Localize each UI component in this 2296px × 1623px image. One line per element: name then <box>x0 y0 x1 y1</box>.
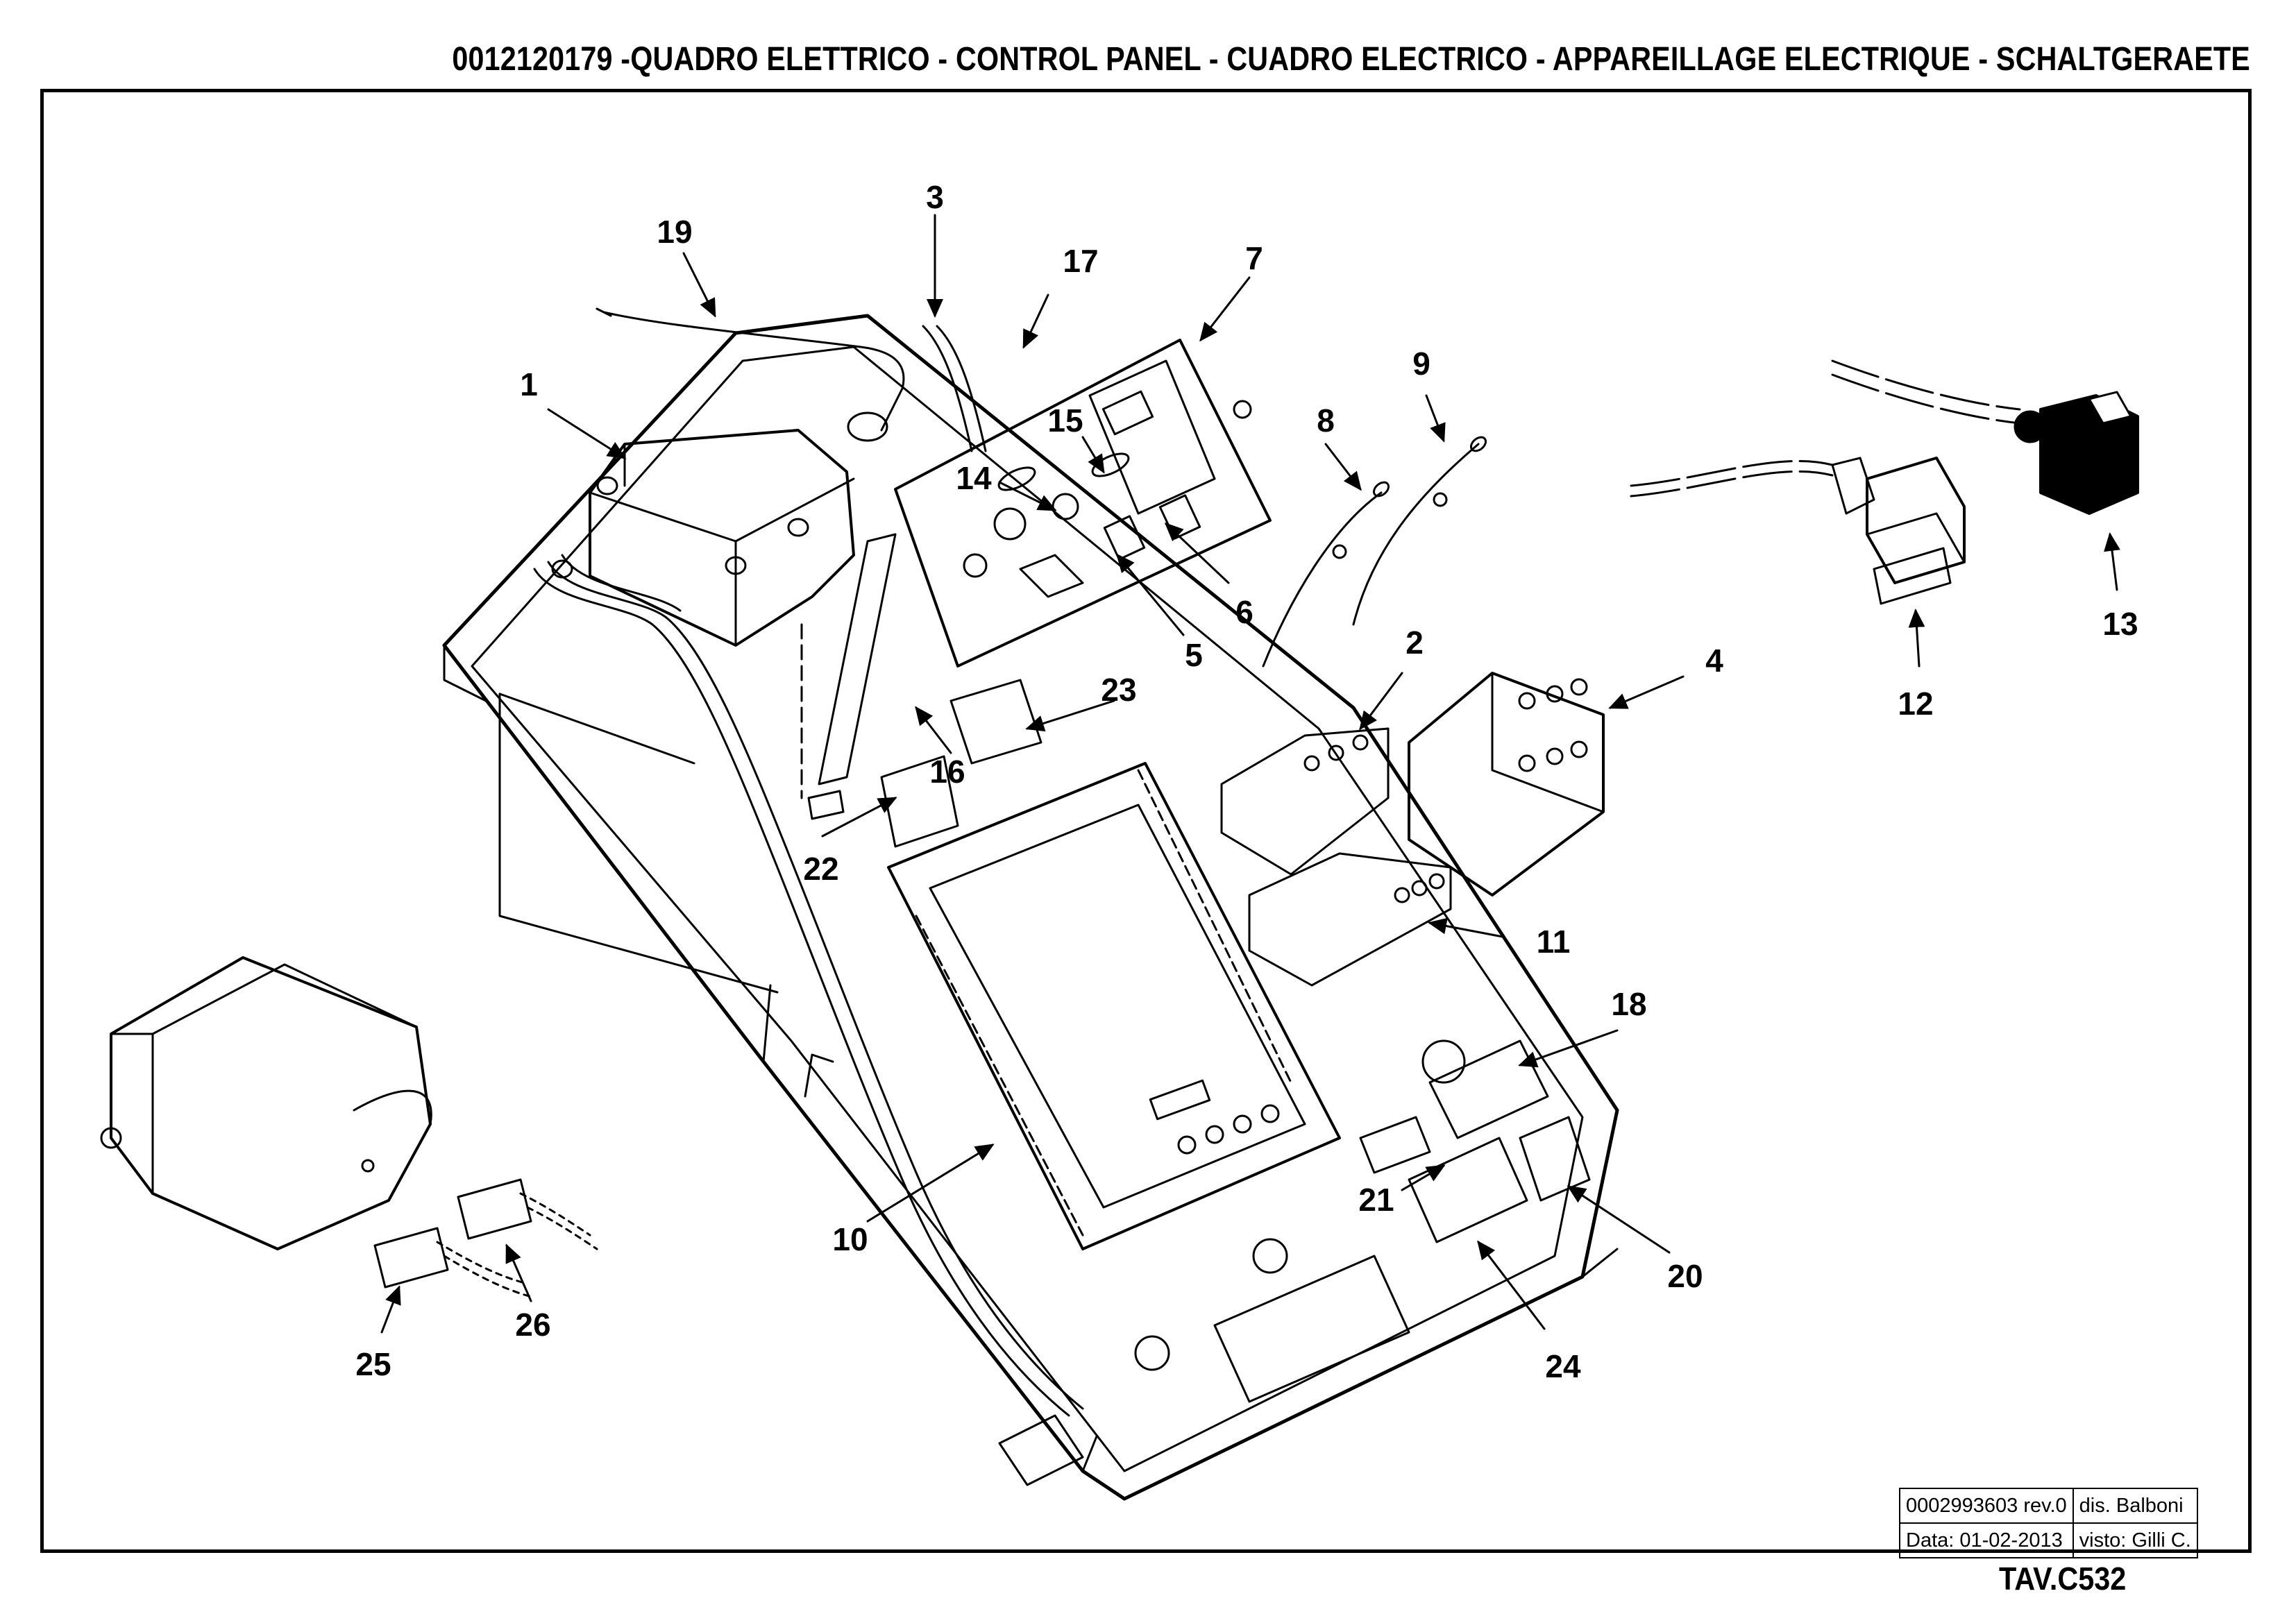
callout-19: 19 <box>657 214 692 250</box>
callout-11: 11 <box>1537 924 1571 960</box>
drawing-frame <box>40 89 2252 1553</box>
control-board <box>894 339 1272 668</box>
callout-24: 24 <box>1545 1348 1581 1384</box>
terminal-block <box>1248 852 1452 987</box>
control-unit <box>887 762 1341 1250</box>
page-title: 0012120179 -QUADRO ELETTRICO - CONTROL P… <box>452 41 2250 78</box>
programmer-unit <box>100 956 432 1250</box>
callout-labels: 1 2 3 4 5 6 7 8 9 10 11 12 13 14 15 16 1… <box>355 179 2138 1384</box>
callout-16: 16 <box>929 754 965 790</box>
callout-2: 2 <box>1406 624 1424 661</box>
callout-15: 15 <box>1047 402 1083 439</box>
solenoid-connector <box>1630 457 1966 605</box>
callout-14: 14 <box>956 460 992 496</box>
connection-cable <box>922 325 987 452</box>
solenoid-coil <box>1831 359 2139 515</box>
callout-25: 25 <box>355 1346 391 1382</box>
fuse-holders <box>1134 1039 1591 1403</box>
plug-connectors <box>373 1178 598 1299</box>
leader-arrows <box>380 214 2120 1334</box>
callout-22: 22 <box>803 851 838 887</box>
callout-20: 20 <box>1667 1258 1703 1294</box>
checked-by: visto: Gilli C. <box>2072 1522 2198 1558</box>
sensor-wires <box>1262 436 1487 668</box>
cable-harness <box>533 554 1084 1417</box>
panel-enclosure <box>442 314 1619 1501</box>
callout-5: 5 <box>1185 637 1203 673</box>
drawn-by: dis. Balboni <box>2072 1488 2198 1524</box>
callout-18: 18 <box>1611 986 1646 1022</box>
callout-8: 8 <box>1317 402 1335 439</box>
contactor <box>1220 727 1390 876</box>
callout-21: 21 <box>1358 1182 1394 1218</box>
callout-12: 12 <box>1898 686 1933 722</box>
title-block: 0002993603 rev.0 dis. Balboni Data: 01-0… <box>1899 1488 2198 1558</box>
contactor-large <box>1408 672 1605 897</box>
callout-7: 7 <box>1245 240 1263 276</box>
table-reference: TAV.C532 <box>1999 1561 2127 1597</box>
cable-gland <box>998 1414 1084 1486</box>
callout-23: 23 <box>1101 672 1136 708</box>
mounting-bracket <box>807 533 897 820</box>
drawing-date: Data: 01-02-2013 <box>1899 1522 2074 1558</box>
callout-3: 3 <box>926 179 944 215</box>
callout-6: 6 <box>1235 594 1253 630</box>
callout-4: 4 <box>1705 643 1723 679</box>
transformer <box>551 429 855 799</box>
callout-9: 9 <box>1412 346 1430 382</box>
drawing-number: 0002993603 rev.0 <box>1899 1488 2074 1524</box>
callout-1: 1 <box>520 366 538 402</box>
callout-13: 13 <box>2102 606 2138 642</box>
ignition-cable <box>596 307 905 442</box>
callout-26: 26 <box>515 1307 550 1343</box>
callout-10: 10 <box>832 1221 868 1257</box>
terminal-strip <box>880 679 1043 848</box>
callout-17: 17 <box>1063 243 1098 279</box>
